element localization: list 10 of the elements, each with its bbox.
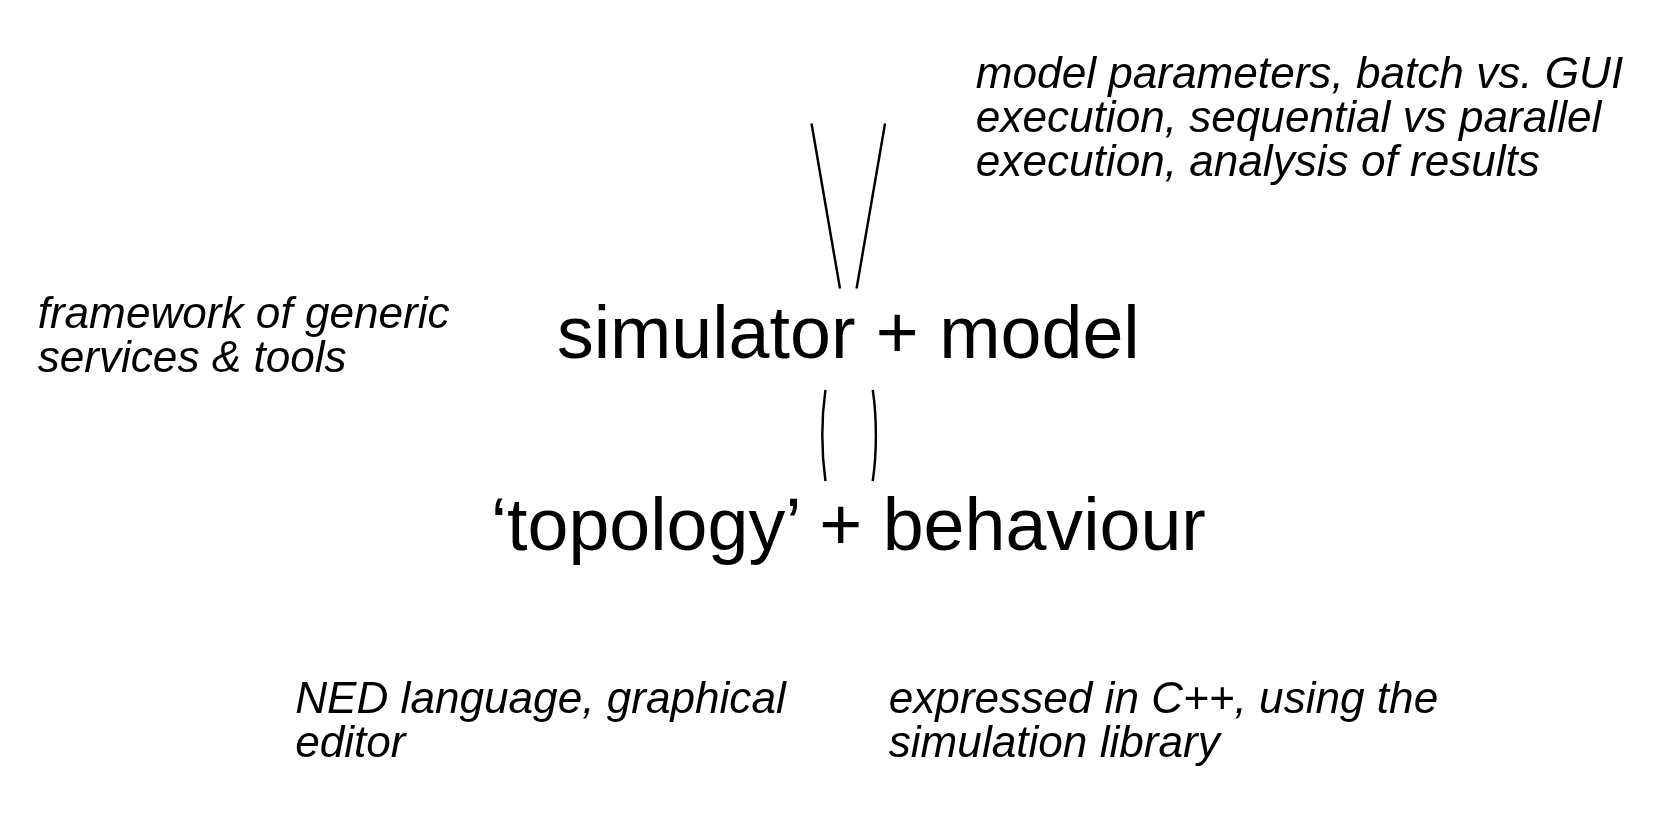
node-text: ‘topology’ + behaviour (490, 483, 1206, 567)
node-label: NED language, graphical editor (295, 672, 786, 767)
connector (871, 389, 878, 482)
node-label: framework of generic services & tools (37, 287, 450, 382)
node-text: simulator + model (556, 290, 1140, 374)
connector (821, 389, 827, 482)
label: model parameters, batch vs. GUI execution, sequential vs parallel execution, analysis of results (975, 47, 1624, 185)
connector (855, 123, 887, 289)
node-label: expressed in C++, using the simulation library (888, 672, 1439, 767)
connector (810, 123, 842, 289)
